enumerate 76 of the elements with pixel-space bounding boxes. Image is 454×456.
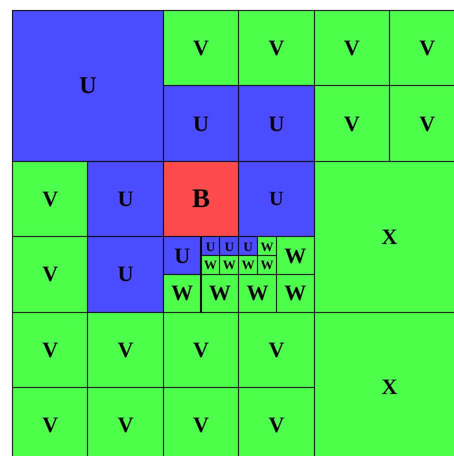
cell-label: B: [192, 185, 210, 212]
cell-label: W: [204, 258, 217, 272]
cell-label: V: [344, 112, 360, 135]
grid-cell: [389, 85, 454, 162]
grid-cell: [162, 274, 202, 313]
cell-label: V: [118, 414, 134, 436]
grid-cell: [87, 387, 164, 456]
grid-cell: [238, 274, 277, 313]
cell-label: U: [268, 112, 284, 135]
cell-label: W: [171, 282, 194, 304]
cell-label: V: [42, 414, 58, 436]
grid-cell: [12, 10, 164, 162]
grid-cell: [162, 236, 202, 275]
cell-label: U: [269, 188, 284, 209]
cell-label: X: [382, 376, 398, 398]
grid-cell: [238, 255, 258, 275]
grid-cell: [238, 312, 315, 388]
grid-cell: [314, 312, 454, 456]
cell-label: U: [174, 244, 190, 267]
cell-label: W: [222, 258, 236, 272]
grid-cell: [257, 255, 277, 275]
grid-cell: [200, 274, 240, 313]
cell-label: U: [243, 240, 253, 253]
cell-label: W: [284, 282, 306, 304]
cell-label: U: [118, 263, 134, 286]
grid-cell: [87, 312, 164, 388]
cell-label: V: [42, 338, 58, 361]
cell-label: V: [193, 414, 209, 436]
grid-cell: [314, 160, 454, 313]
grid-cell: [257, 236, 277, 256]
cell-label: W: [284, 244, 306, 267]
cell-label: V: [268, 414, 284, 436]
cell-label: V: [268, 37, 284, 60]
cell-label: V: [419, 37, 436, 60]
cell-label: W: [242, 258, 255, 272]
grid-cell: [314, 10, 390, 86]
cell-label: U: [118, 188, 134, 210]
grid-cell: [162, 312, 240, 388]
cell-label: V: [419, 112, 436, 135]
cell-label: V: [42, 188, 58, 210]
grid-cell: [276, 274, 315, 313]
grid-cell: [238, 387, 315, 456]
grid-cell: [238, 10, 315, 86]
cell-label: W: [260, 258, 274, 272]
cell-label: V: [42, 263, 58, 286]
grid-cell: [238, 236, 258, 256]
cell-label: U: [79, 74, 97, 98]
cell-label: W: [260, 240, 274, 253]
grid-cell: [162, 10, 240, 86]
cell-label: V: [118, 338, 134, 361]
grid-cell: [238, 85, 315, 162]
cell-label: V: [193, 37, 209, 60]
cell-label: X: [382, 226, 398, 248]
grid-cell: [162, 85, 240, 162]
grid-cell: [219, 255, 240, 275]
grid-cell: [87, 160, 164, 238]
grid-cell: [219, 236, 240, 256]
cell-label: U: [224, 240, 234, 253]
cell-label: V: [268, 338, 284, 361]
grid-cell: [12, 160, 88, 238]
cell-label: W: [246, 282, 269, 304]
cell-label: W: [208, 282, 231, 304]
grid-cell: [12, 387, 88, 456]
grid-cell: [12, 236, 88, 313]
grid-cell: [12, 312, 88, 388]
grid-cell: [162, 387, 240, 456]
cell-label: U: [193, 112, 209, 135]
cell-label: U: [206, 240, 216, 253]
grid-cell: [162, 160, 240, 238]
grid-cell: [87, 236, 164, 313]
grid-cell: [389, 10, 454, 86]
grid-cell: [238, 160, 315, 238]
grid-cell: [314, 85, 390, 162]
cell-label: V: [344, 37, 360, 60]
grid-cell: [276, 236, 315, 275]
cell-label: V: [193, 338, 209, 361]
